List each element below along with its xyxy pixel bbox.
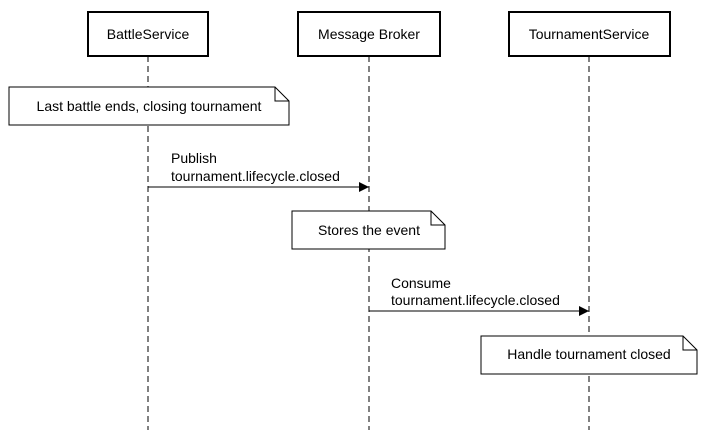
note-text: Handle tournament closed <box>507 346 670 362</box>
participant-message-broker: Message Broker <box>297 11 441 57</box>
participant-label: Message Broker <box>318 26 420 42</box>
message-label-line1: Consume <box>391 275 451 291</box>
message-consume: Consume tournament.lifecycle.closed <box>369 275 589 316</box>
participant-battle-service: BattleService <box>87 11 209 57</box>
message-label-line2: tournament.lifecycle.closed <box>171 168 340 184</box>
message-publish: Publish tournament.lifecycle.closed <box>148 150 369 192</box>
message-label-line2: tournament.lifecycle.closed <box>391 292 560 308</box>
participant-label: TournamentService <box>529 26 650 42</box>
participant-tournament-service: TournamentService <box>508 11 671 57</box>
message-label-line1: Publish <box>171 150 217 166</box>
note-stores-event: Stores the event <box>291 210 446 250</box>
note-handle-closed: Handle tournament closed <box>480 335 698 375</box>
note-text: Stores the event <box>318 222 420 238</box>
note-last-battle: Last battle ends, closing tournament <box>8 86 290 126</box>
note-text: Last battle ends, closing tournament <box>37 98 262 114</box>
participant-label: BattleService <box>107 26 190 42</box>
